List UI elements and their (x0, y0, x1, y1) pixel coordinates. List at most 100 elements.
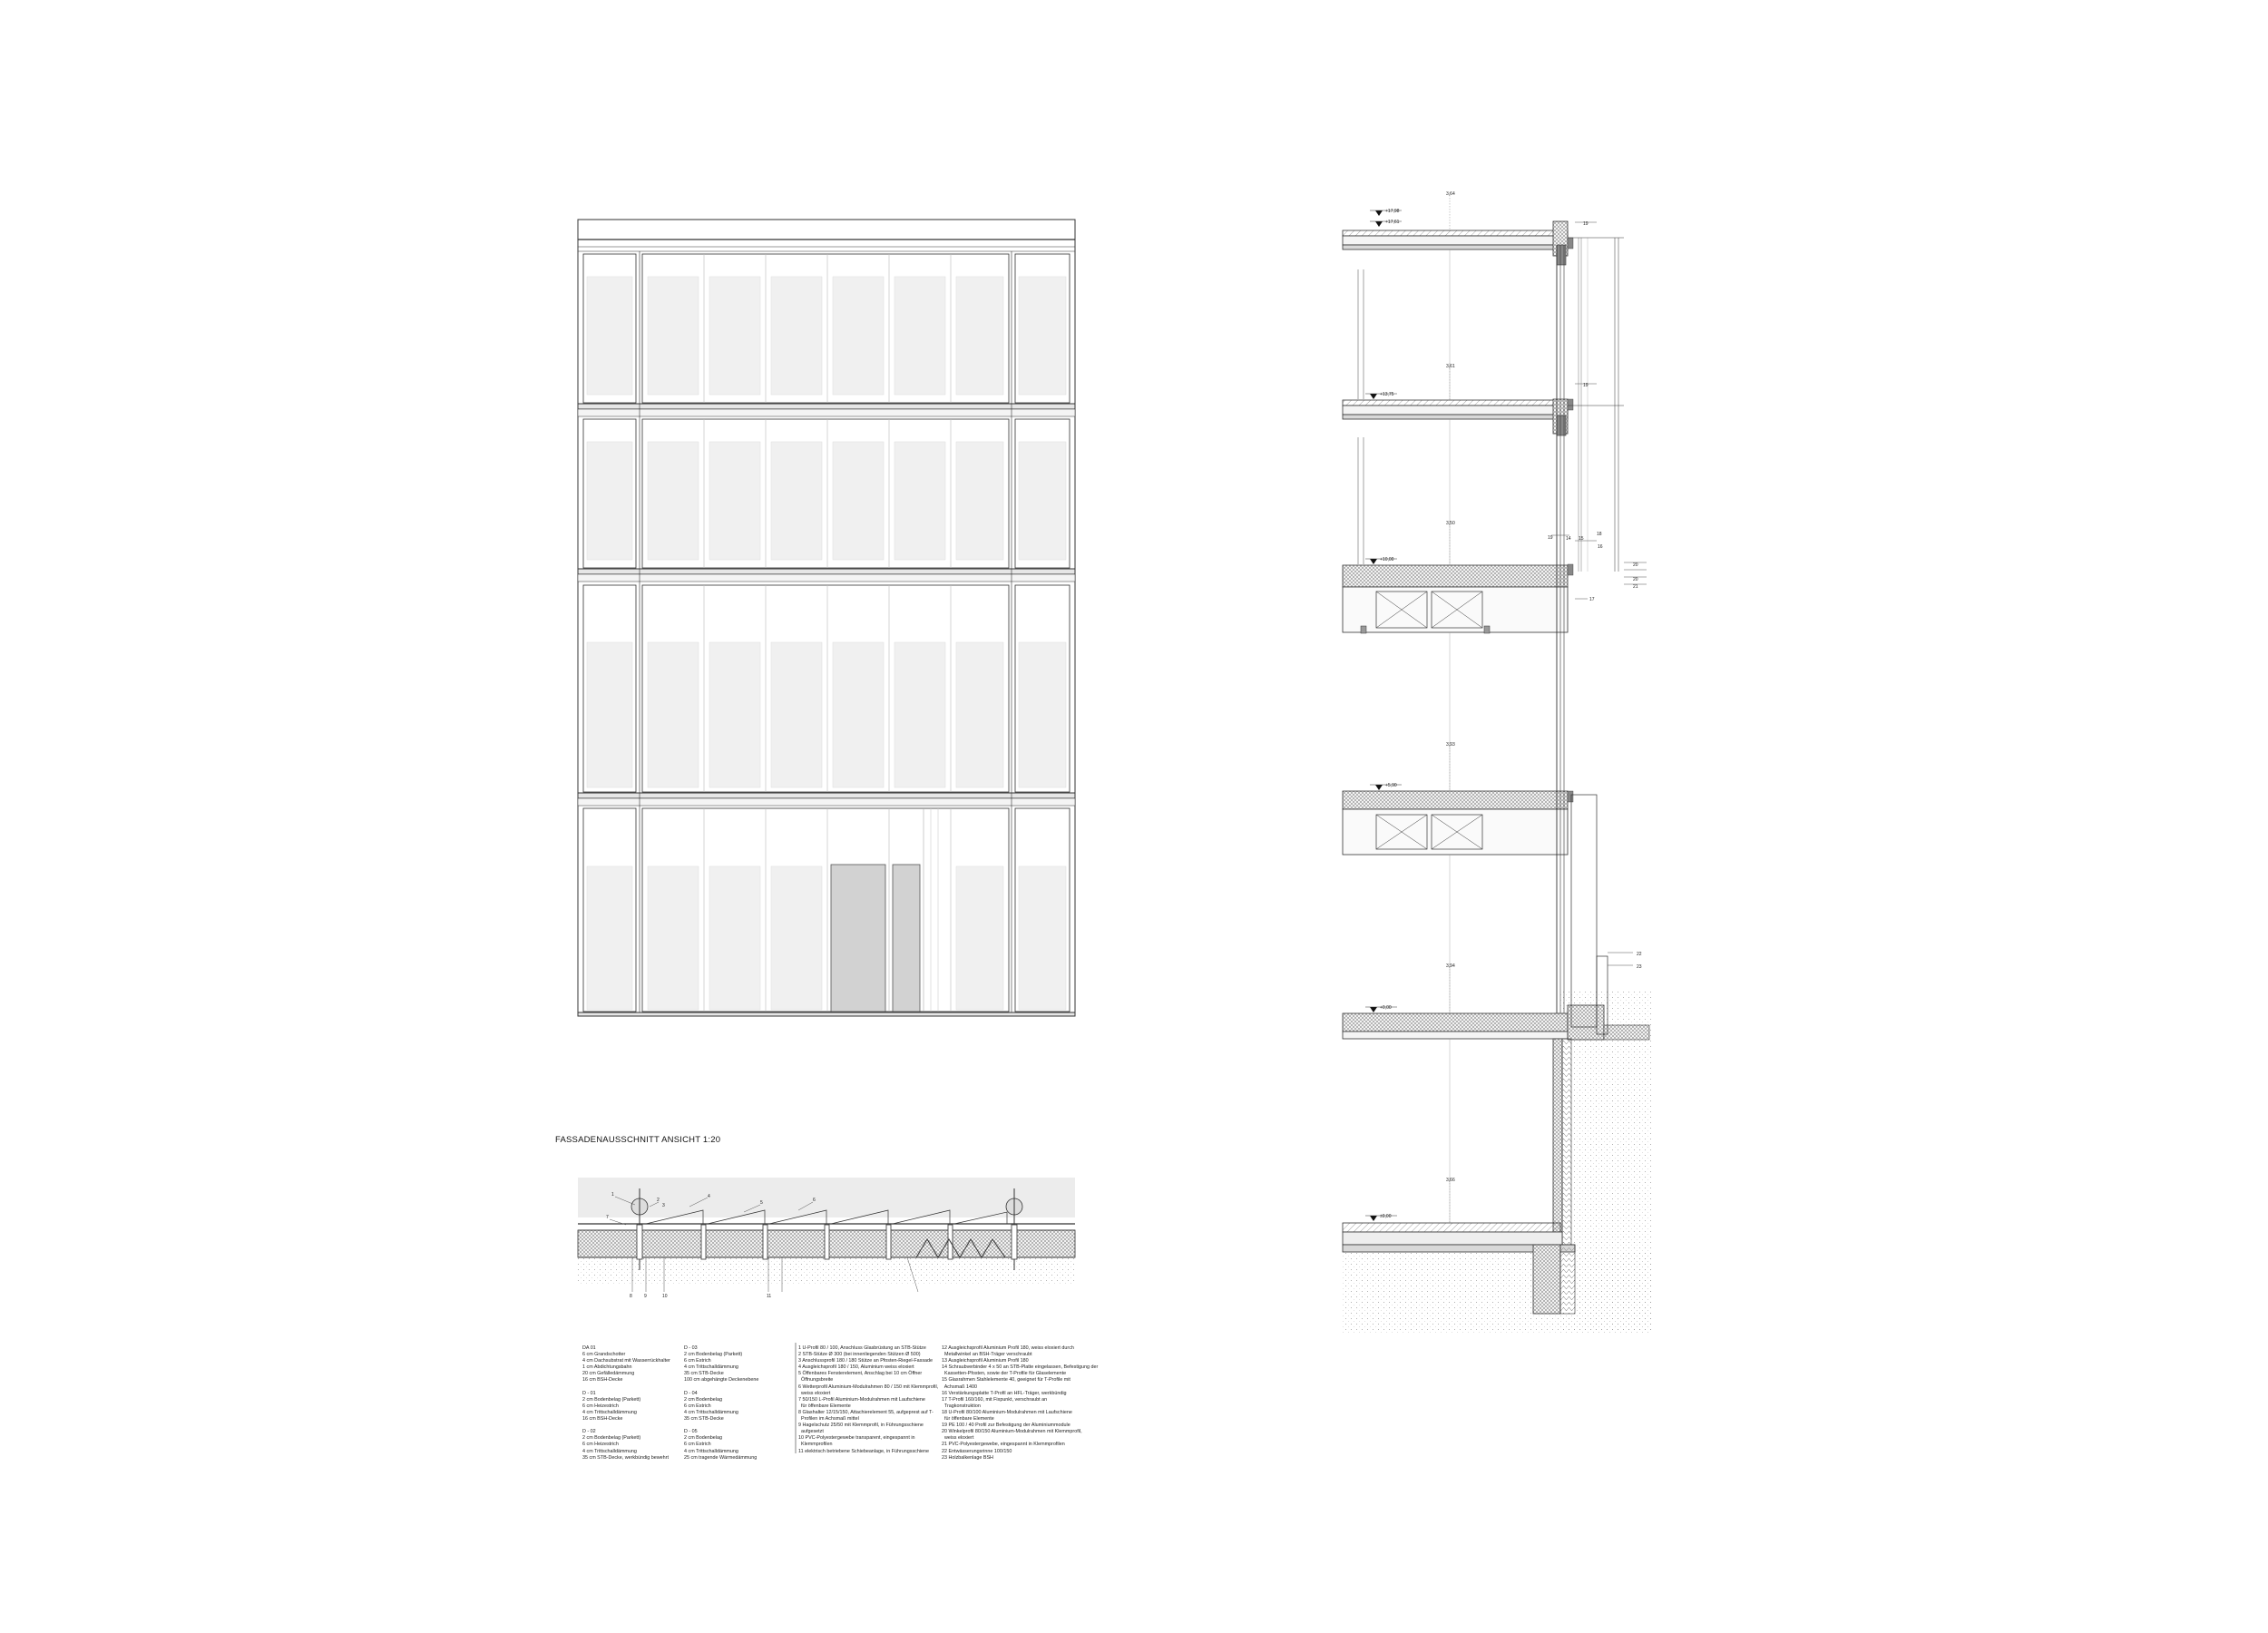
legend-line: 2 cm Bodenbelag (Parkett) (582, 1435, 641, 1442)
legend-line: Profilen im Achsmaß mittel (798, 1416, 859, 1423)
legend-line: 23 Holzbalkenlage BSH (942, 1454, 993, 1461)
plan-marker: 1 (611, 1192, 614, 1198)
section-marker: 20 (1633, 577, 1638, 582)
legend-line: 25 cm tragende Wärmedämmung (684, 1454, 758, 1461)
legend-line: 4 Ausgleichsprofil 180 / 150, Aluminium … (798, 1364, 914, 1371)
level-markers (1370, 210, 1383, 1221)
legend-line: 2 STB-Stütze Ø 300 (bei innenliegenden S… (798, 1352, 921, 1358)
legend-line: 16 Verstärkungsplatte T-Profil an HFL-Tr… (942, 1390, 1067, 1396)
legend-line: 7 50/150 L-Profil Aluminium-Modulrahmen … (798, 1396, 925, 1403)
legend-line: 13 Ausgleichsprofil Aluminium Profil 180 (942, 1358, 1029, 1364)
floor-height-label: 3,93 (1446, 742, 1455, 748)
legend-line: 4 cm Trittschalldämmung (684, 1448, 738, 1454)
textile-shading (586, 276, 1067, 1011)
legend-line: D - 01 (582, 1390, 596, 1396)
plan-marker: 6 (813, 1198, 816, 1203)
wall-section (1342, 192, 1653, 1334)
section-marker: 15 (1579, 536, 1584, 542)
legend-line: 17 T-Profil 160/160, mit Fixpunkt, versc… (942, 1396, 1048, 1403)
facade-panes (582, 253, 1070, 1012)
legend-line: 14 Schraubverbinder 4 x 50 an STB-Platte… (942, 1364, 1099, 1371)
facade-glazing-section (1556, 237, 1624, 1035)
facade-elevation (577, 219, 1076, 1017)
legend-line: 4 cm Trittschalldämmung (684, 1364, 738, 1371)
legend-line: D - 03 (684, 1345, 698, 1351)
legend-line: 4 cm Trittschalldämmung (582, 1409, 637, 1415)
plan-marker: 3 (662, 1203, 665, 1208)
section-marker: 14 (1566, 536, 1571, 542)
legend-line: 6 cm Estrich (684, 1403, 711, 1409)
floor-height-label: 3,50 (1446, 521, 1455, 526)
legend-line: Kassetten-Pfosten, sowie der T-Profile f… (942, 1371, 1067, 1377)
plan-marker: 11 (767, 1294, 771, 1299)
legend-line: Achsmaß 1400 (942, 1384, 977, 1390)
floor-height-label: 3,66 (1446, 1178, 1455, 1183)
legend-line: 35 cm STB-Decke (684, 1416, 724, 1423)
legend-line: 6 Wetterprofil Aluminium-Modulrahmen 80 … (798, 1384, 939, 1390)
legend-line: 1 U-Profil 80 / 100, Anschluss Glasbrüst… (798, 1345, 926, 1351)
legend-line: 21 PVC-Polyestergewebe, eingespannt in K… (942, 1442, 1065, 1448)
legend-components-1: 1 U-Profil 80 / 100, Anschluss Glasbrüst… (798, 1345, 938, 1455)
floor-bands (577, 403, 1076, 1017)
slab-0-00 (1342, 1004, 1650, 1041)
legend-line: für öffenbare Elemente (798, 1403, 851, 1409)
plan-marker: 9 (644, 1294, 647, 1299)
section-marker: 22 (1637, 952, 1642, 957)
section-marker: 21 (1633, 584, 1638, 590)
legend-line: 20 cm Gefälledämmung (582, 1371, 635, 1377)
section-marker: 19 (1548, 535, 1553, 541)
legend-line: 100 cm abgehängte Deckenebene (684, 1377, 759, 1384)
legend-line: 35 cm STB-Decke (684, 1371, 724, 1377)
legend-line: 4 cm Trittschalldämmung (684, 1409, 738, 1415)
floor-height-label: 3,64 (1446, 191, 1455, 197)
legend-line: 10 PVC-Polyestergewebe transparent, eing… (798, 1435, 915, 1442)
legend-line (582, 1384, 670, 1391)
legend-line: Tragkonstruktion (942, 1403, 981, 1409)
level-label: +5,90 (1385, 783, 1397, 788)
level-label: +17,98 (1385, 209, 1400, 214)
slab-13-75 (1342, 398, 1569, 436)
legend-line: 6 cm Heizestrich (582, 1403, 619, 1409)
legend-line: 6 cm Estrich (684, 1358, 711, 1364)
legend-line: 2 cm Bodenbelag (684, 1396, 722, 1403)
floor-height-label: 3,94 (1446, 963, 1455, 969)
legend-line: 16 cm BSH-Decke (582, 1416, 623, 1423)
section-labels: +17,98+17,61+13,75+10,00+5,90+0,00±0,003… (1380, 191, 1642, 1219)
legend-line: 19 PE 100 / 40 Profil zur Befestigung de… (942, 1423, 1070, 1429)
section-marker: 20 (1633, 562, 1638, 568)
level-label: +13,75 (1380, 392, 1394, 397)
legend-components-2: 12 Ausgleichsprofil Aluminium Profil 180… (942, 1345, 1098, 1462)
section-marker: 23 (1637, 964, 1642, 970)
legend-line: 18 U-Profil 80/100 Aluminium-Modulrahmen… (942, 1409, 1072, 1415)
legend-line: D - 02 (582, 1429, 596, 1435)
plan-marker: 10 (662, 1294, 668, 1299)
legend-line: Öffnungsbreite (798, 1377, 834, 1384)
legend-line: DA 01 (582, 1345, 596, 1351)
legend-line: 22 Entwässerungsrinne 100/150 (942, 1448, 1012, 1454)
legend-line: 4 cm Dachsubstrat mit Wasserrückhalter (582, 1358, 670, 1364)
plan-detail (577, 1178, 1076, 1293)
legend-line: 8 Glashalter 12/15/150, Attachierelement… (798, 1409, 934, 1415)
plan-marker: 5 (760, 1200, 763, 1206)
legend-line: 4 cm Trittschalldämmung (582, 1448, 637, 1454)
slab-10-00 (1342, 564, 1569, 634)
legend-line: 2 cm Bodenbelag (Parkett) (684, 1352, 743, 1358)
legend-line: 15 Glasrahmen Stahlelemente 40, geeignet… (942, 1377, 1070, 1384)
section-marker: 16 (1598, 544, 1603, 550)
legend-line (684, 1423, 758, 1429)
legend-line: 3 Anschlussprofil 180 / 180 Stütze an Pf… (798, 1358, 934, 1364)
drawing-caption: FASSADENAUSSCHNITT ANSICHT 1:20 (555, 1135, 721, 1145)
section-marker: 18 (1597, 532, 1602, 537)
legend-line: weiss eloxiert (798, 1390, 831, 1396)
level-label: +17,61 (1385, 220, 1400, 225)
legend-line: 2 cm Bodenbelag (Parkett) (582, 1396, 641, 1403)
legend-line: weiss eloxiert (942, 1435, 974, 1442)
roof-slab (1342, 220, 1569, 266)
legend-line: 11 elektrisch betriebene Schiebeanlage, … (798, 1448, 930, 1454)
slab-5-90 (1342, 790, 1569, 856)
entrance-doors (830, 808, 939, 1012)
